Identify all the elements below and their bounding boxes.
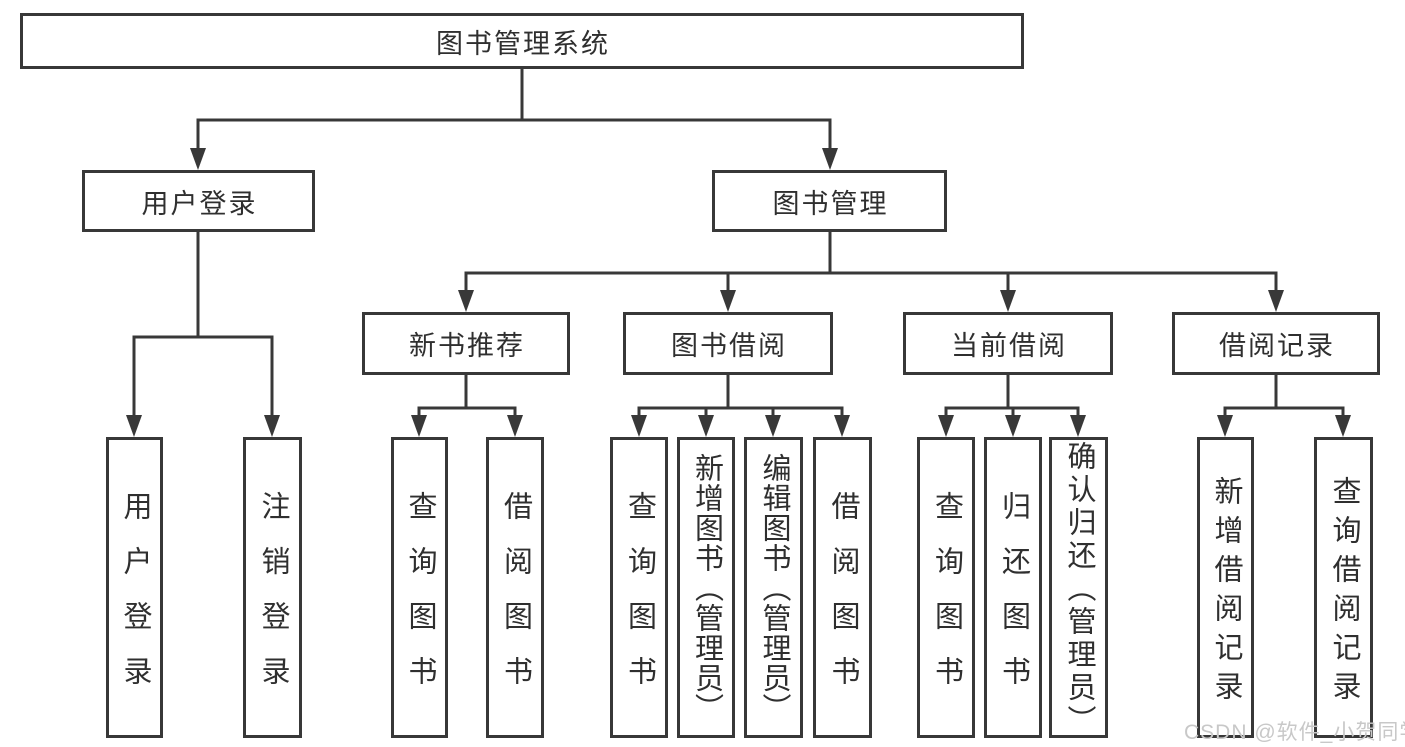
node-user-login-label: 用户登录 [141,188,258,219]
leaf-edit-books-admin: 编辑图书（管理员） [744,437,803,738]
leaf-confirm-return-admin: 确认归还（管理员） [1049,437,1108,738]
leaf-user-login: 用户登录 [106,437,163,738]
node-borrow-records-label: 借阅记录 [1219,331,1335,361]
leaf-add-borrow-record: 新增借阅记录 [1197,437,1254,738]
leaf-query-borrow-record: 查询借阅记录 [1314,437,1373,738]
node-book-borrow-label: 图书借阅 [671,331,787,361]
connector-new-book-to-leaves [411,370,523,437]
leaf-return-books: 归还图书 [984,437,1042,738]
leaf-logout-label: 注销登录 [257,490,289,711]
leaf-query-books-recommend-label: 查询图书 [404,490,436,711]
leaf-query-books-borrow: 查询图书 [610,437,668,738]
leaf-borrow-books-recommend: 借阅图书 [486,437,544,738]
leaf-user-login-label: 用户登录 [119,490,151,711]
node-book-management: 图书管理 [712,170,947,232]
node-book-borrow: 图书借阅 [623,312,833,375]
connector-user-login-to-leaves [126,227,280,437]
leaf-edit-books-admin-label: 编辑图书（管理员） [758,453,790,723]
connector-root-to-level2 [190,67,838,170]
connector-current-borrow-to-leaves [938,370,1086,437]
leaf-return-books-label: 归还图书 [997,490,1030,711]
node-user-login: 用户登录 [82,170,315,232]
leaf-logout: 注销登录 [243,437,302,738]
leaf-confirm-return-admin-label: 确认归还（管理员） [1063,441,1095,738]
connector-records-to-leaves [1217,370,1351,437]
leaf-query-books-recommend: 查询图书 [391,437,448,738]
leaf-borrow-books-recommend-label: 借阅图书 [499,490,532,711]
leaf-borrow-books-label: 借阅图书 [827,490,859,711]
leaf-query-borrow-record-label: 查询借阅记录 [1328,475,1360,710]
leaf-add-books-admin-label: 新增图书（管理员） [690,453,723,723]
leaf-add-books-admin: 新增图书（管理员） [677,437,735,738]
connector-book-borrow-to-leaves [631,370,850,437]
node-borrow-records: 借阅记录 [1172,312,1380,375]
connector-book-management-to-level3 [458,227,1284,312]
node-root: 图书管理系统 [20,13,1024,69]
leaf-query-books-current: 查询图书 [917,437,975,738]
leaf-query-books-current-label: 查询图书 [930,490,963,711]
leaf-query-books-borrow-label: 查询图书 [623,490,656,711]
leaf-add-borrow-record-label: 新增借阅记录 [1210,475,1242,710]
node-root-label: 图书管理系统 [436,28,610,59]
csdn-watermark: CSDN @软件_小贺同学 [1184,721,1405,744]
leaf-borrow-books: 借阅图书 [813,437,872,738]
node-new-book-recommend: 新书推荐 [362,312,570,375]
node-new-book-recommend-label: 新书推荐 [409,331,525,361]
node-current-borrow-label: 当前借阅 [951,331,1067,361]
node-current-borrow: 当前借阅 [903,312,1113,375]
node-book-management-label: 图书管理 [772,188,889,219]
